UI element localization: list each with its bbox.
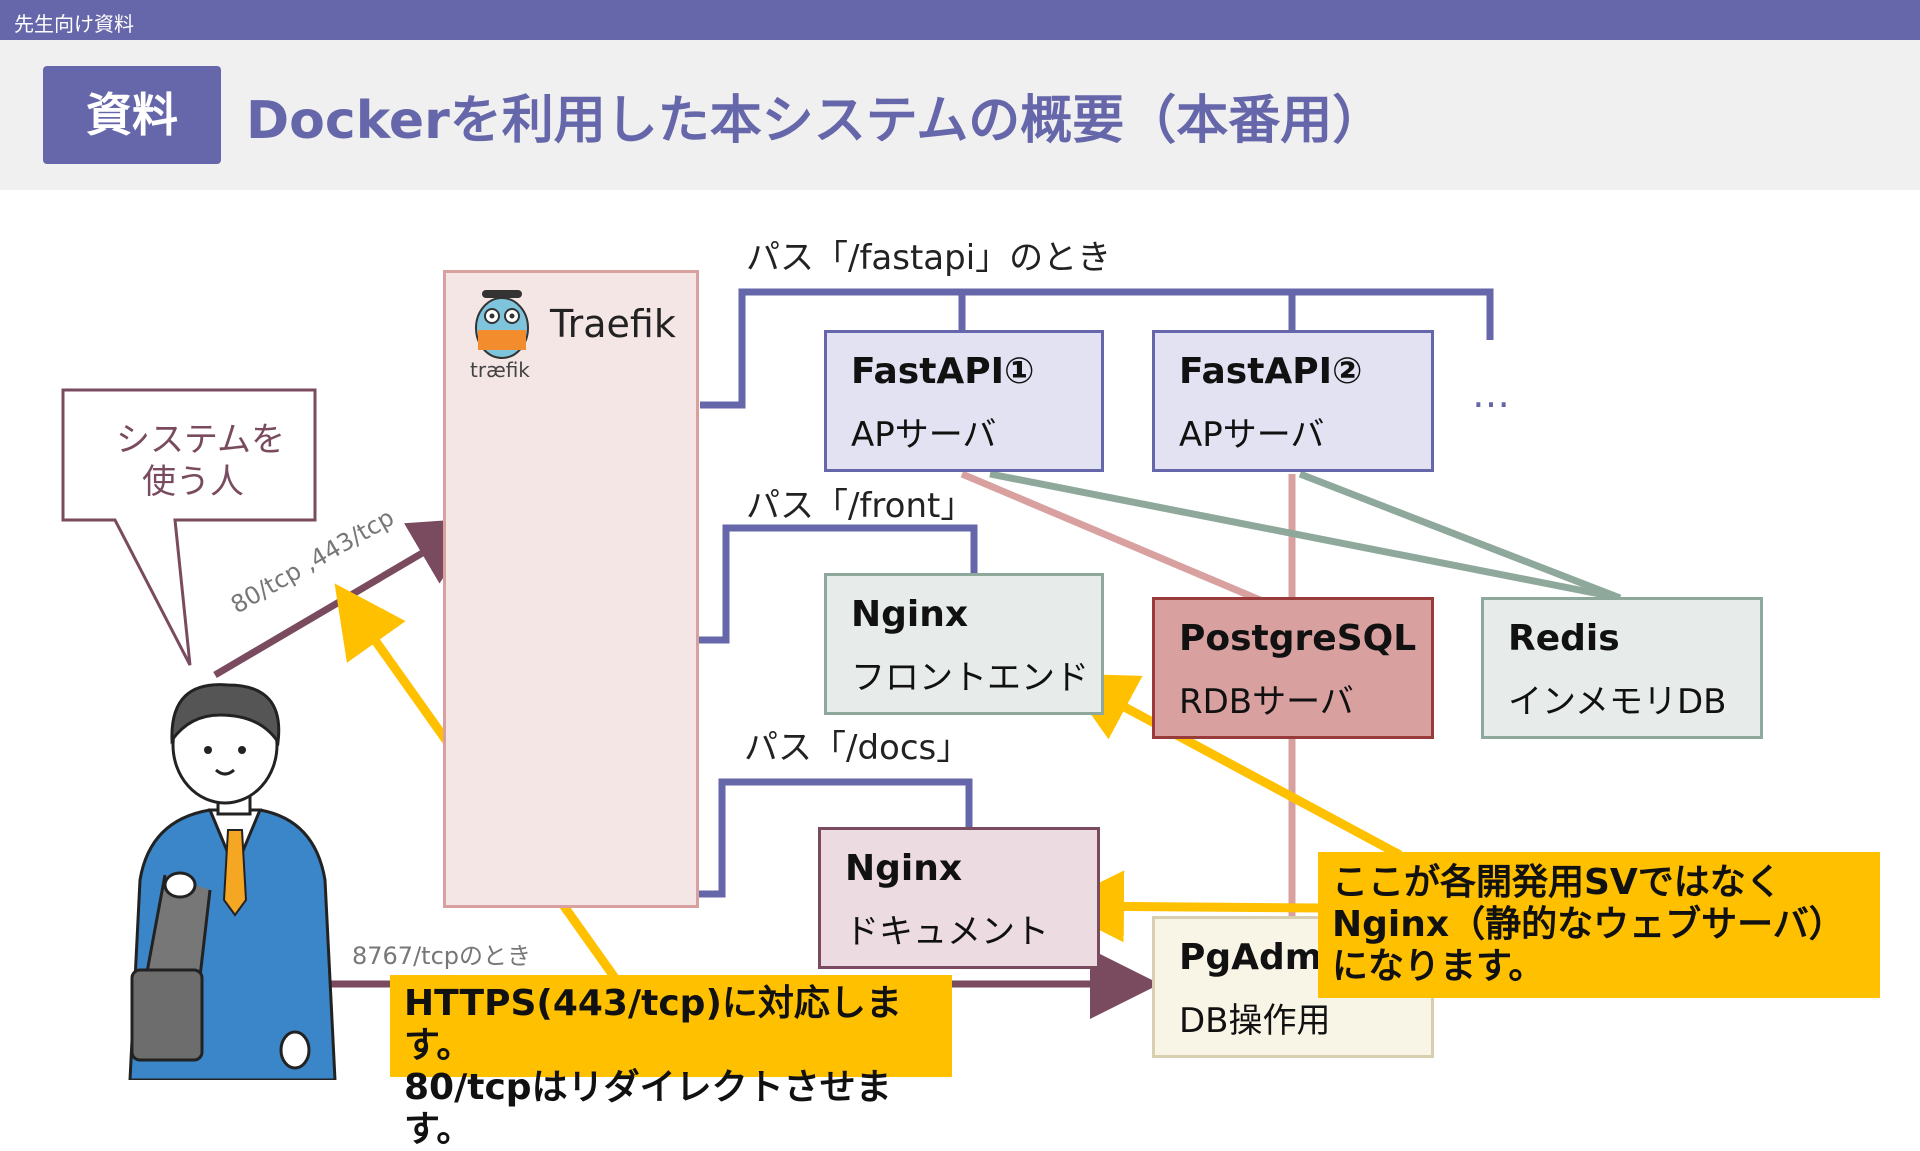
nginx-front-sub: フロントエンド (851, 658, 1089, 698)
callout-arrow-docs (1052, 870, 1321, 943)
fastapi1-title: FastAPI① (851, 351, 1035, 392)
fastapi2-sub: APサーバ (1179, 415, 1325, 455)
callout-https-line1: HTTPS(443/tcp)に対応します。 (404, 983, 902, 1066)
box-postgres: PostgreSQL RDBサーバ (1152, 597, 1434, 739)
more-services-ellipsis: … (1472, 372, 1510, 416)
route-line-fastapi (700, 288, 1494, 409)
pgadmin-title: PgAdm (1179, 937, 1323, 978)
page-title: Dockerを利用した本システムの概要（本番用） (246, 91, 1385, 151)
nginx-front-title: Nginx (851, 594, 969, 635)
route-label-docs: パス「/docs」 (744, 728, 971, 768)
port-label-pgadmin: 8767/tcpのとき (352, 942, 532, 970)
traefik-panel (443, 270, 699, 908)
title-badge: 資料 (43, 66, 221, 164)
bubble-line2: 使う人 (142, 462, 244, 502)
callout-nginx: ここが各開発用SVではなく Nginx（静的なウェブサーバ） になります。 (1318, 852, 1880, 998)
box-fastapi2: FastAPI② APサーバ (1152, 330, 1434, 472)
nginx-docs-sub: ドキュメント (845, 912, 1049, 952)
route-label-fastapi: パス「/fastapi」のとき (746, 238, 1112, 278)
title-bar (0, 40, 1920, 190)
nginx-docs-title: Nginx (845, 848, 963, 889)
callout-nginx-line3: になります。 (1332, 946, 1545, 987)
callout-nginx-line1: ここが各開発用SVではなく (1332, 862, 1782, 903)
redis-sub: インメモリDB (1508, 682, 1727, 722)
box-fastapi1: FastAPI① APサーバ (824, 330, 1104, 472)
speech-bubble (61, 388, 317, 666)
link-fastapi2-redis (1298, 470, 1622, 602)
fastapi1-sub: APサーバ (851, 415, 997, 455)
route-line-docs (690, 778, 973, 898)
box-nginx-docs: Nginx ドキュメント (818, 827, 1100, 969)
box-redis: Redis インメモリDB (1481, 597, 1763, 739)
top-bar: 先生向け資料 (0, 0, 1920, 40)
doc-tag: 先生向け資料 (14, 12, 134, 36)
businessman-illustration-icon (128, 683, 337, 1080)
callout-nginx-line2: Nginx（静的なウェブサーバ） (1332, 904, 1845, 945)
route-line-front (696, 524, 978, 644)
postgres-title: PostgreSQL (1179, 618, 1417, 659)
redis-title: Redis (1508, 618, 1620, 659)
link-fastapi1-redis (989, 470, 1621, 602)
box-nginx-front: Nginx フロントエンド (824, 573, 1104, 715)
callout-arrow-front (1062, 673, 1403, 859)
fastapi2-title: FastAPI② (1179, 351, 1363, 392)
traefik-name: Traefik (550, 302, 676, 346)
bubble-line1: システムを (116, 420, 285, 460)
callout-https: HTTPS(443/tcp)に対応します。 80/tcpはリダイレクトさせます。 (390, 975, 952, 1150)
traefik-logo-text: træfik (470, 358, 530, 382)
route-label-front: パス「/front」 (746, 486, 975, 526)
postgres-sub: RDBサーバ (1179, 682, 1354, 722)
traefik-gopher-logo-icon (475, 290, 529, 359)
link-fastapi1-postgres (960, 470, 1262, 604)
pgadmin-sub: DB操作用 (1179, 1001, 1331, 1041)
